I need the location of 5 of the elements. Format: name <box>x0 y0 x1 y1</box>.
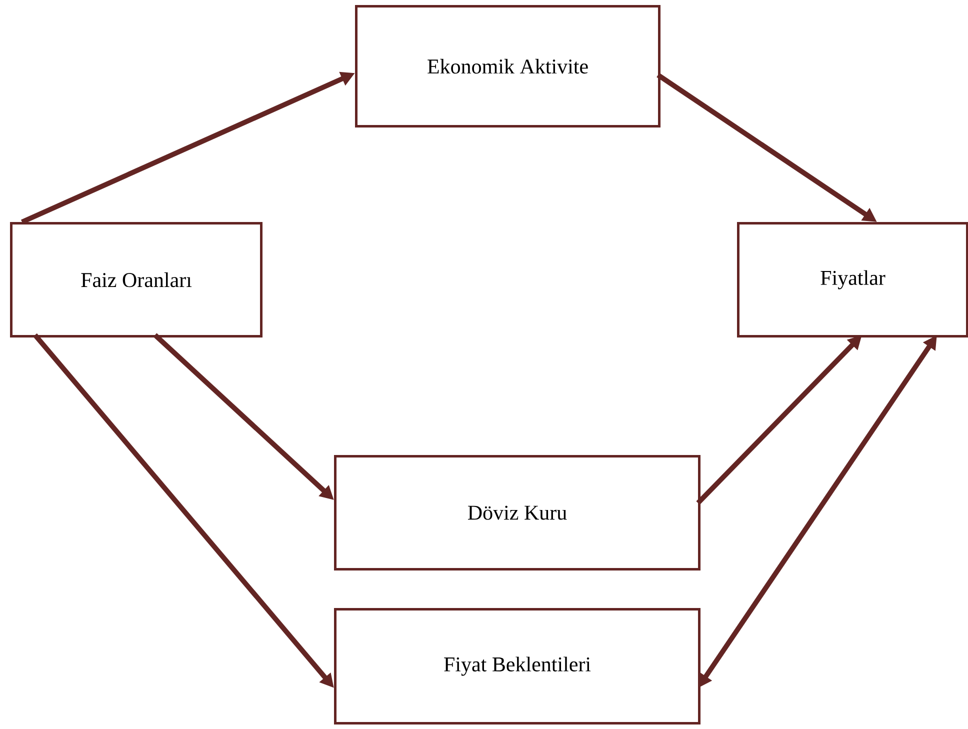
concept-box: Ekonomik Aktivite <box>355 5 660 128</box>
concept-box: Döviz Kuru <box>334 455 700 570</box>
concept-box: Fiyatlar <box>737 222 968 338</box>
concept-box: Faiz Oranları <box>10 222 262 338</box>
concept-box: Fiyat Beklentileri <box>334 608 700 724</box>
